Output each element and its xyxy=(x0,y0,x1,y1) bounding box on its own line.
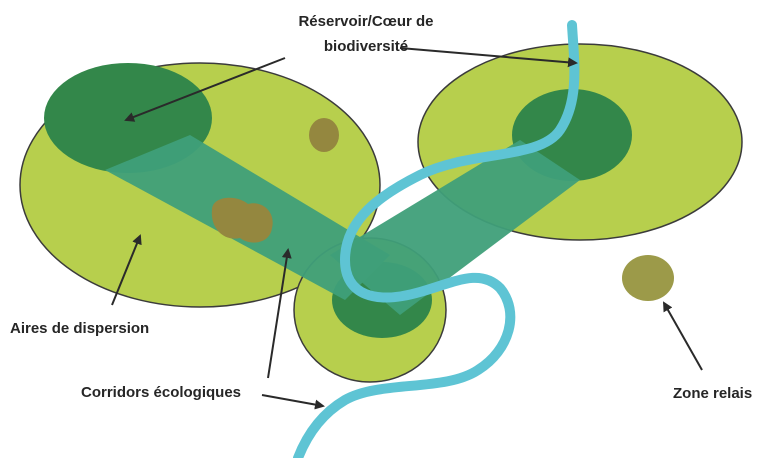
arrow-corridor-river xyxy=(262,395,323,406)
label-dispersion: Aires de dispersion xyxy=(10,320,149,337)
label-reservoir-line2: biodiversité xyxy=(324,38,408,55)
label-corridors: Corridors écologiques xyxy=(81,384,241,401)
relay-zone xyxy=(622,255,674,301)
label-relay: Zone relais xyxy=(673,385,752,402)
small-patch-top xyxy=(309,118,339,152)
label-reservoir-line1: Réservoir/Cœur de xyxy=(298,13,433,30)
arrow-relay xyxy=(664,303,702,370)
